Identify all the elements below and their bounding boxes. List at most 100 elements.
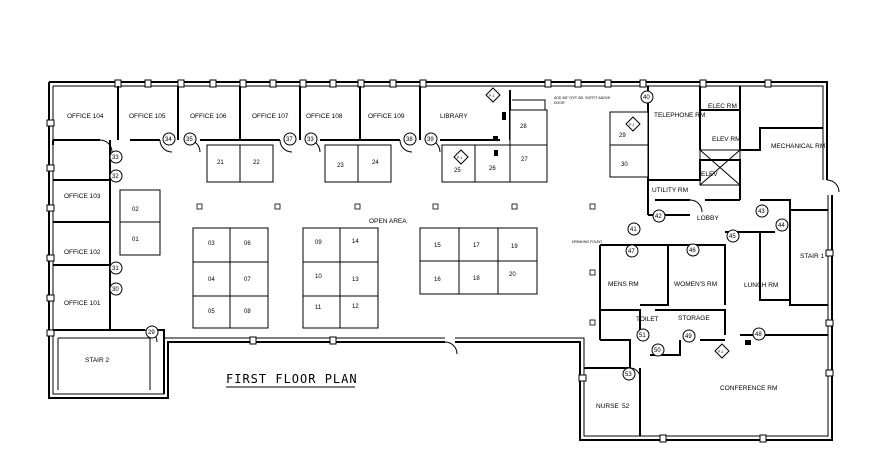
label-open-area: OPEN AREA	[369, 218, 407, 225]
svg-text:42: 42	[655, 214, 662, 220]
label-elev-rm: ELEV RM	[712, 136, 741, 143]
door-tag-30: 30	[109, 282, 123, 296]
cubicle-numbers: 02 01 03 06 04 07 05 08 09 14 10 13 11 1…	[132, 124, 628, 315]
label-lobby: LOBBY	[697, 215, 719, 222]
svg-text:41: 41	[630, 227, 637, 233]
cubicle-06: 06	[244, 241, 251, 247]
window-mullions	[46, 79, 834, 443]
door-tag-47: 47	[625, 244, 639, 258]
cubicle-21: 21	[217, 160, 224, 166]
svg-text:45: 45	[729, 234, 736, 240]
equipment-p1-conference: P-1	[714, 343, 730, 359]
label-toilet: TOILET	[636, 316, 659, 323]
svg-text:P-1: P-1	[457, 156, 463, 160]
cubicle-29: 29	[619, 133, 626, 139]
cubicle-09: 09	[315, 240, 322, 246]
door-tag-31: 31	[109, 261, 123, 275]
svg-text:39: 39	[427, 137, 434, 143]
label-lunch-rm: LUNCH RM	[744, 282, 778, 289]
svg-text:33: 33	[112, 155, 119, 161]
label-office-105: OFFICE 105	[129, 113, 166, 120]
door-tag-37: 37	[283, 132, 297, 146]
door-tag-49: 49	[682, 329, 696, 343]
cubicle-30: 30	[621, 162, 628, 168]
svg-text:34: 34	[165, 137, 172, 143]
equipment-p1-library: P-1	[485, 87, 501, 103]
door-tag-43: 43	[755, 204, 769, 218]
cubicle-14: 14	[352, 239, 359, 245]
label-office-104: OFFICE 104	[67, 113, 104, 120]
label-office-107: OFFICE 107	[252, 113, 289, 120]
door-tag-32: 32	[109, 169, 123, 183]
cubicle-28: 28	[520, 124, 527, 130]
plan-title-group: FIRST FLOOR PLAN	[226, 372, 358, 388]
label-office-101: OFFICE 101	[64, 300, 101, 307]
cubicle-11: 11	[315, 305, 322, 311]
svg-text:46: 46	[689, 248, 696, 254]
label-utility-rm: UTILITY RM	[652, 187, 688, 194]
label-elec-rm: ELEC RM	[708, 103, 737, 110]
label-nurse: NURSE	[596, 403, 619, 410]
note-soffit-line1: ADD 3/8" GYP. BD. SOFFIT ABOVE	[554, 96, 611, 100]
cubicle-05: 05	[208, 309, 215, 315]
door-tag-35: 35	[183, 132, 197, 146]
svg-text:49: 49	[685, 334, 692, 340]
cubicle-18: 18	[473, 276, 480, 282]
door-tag-48: 48	[752, 327, 766, 341]
door-tag-46: 46	[686, 243, 700, 257]
door-tag-34: 34	[162, 132, 176, 146]
label-office-103: OFFICE 103	[64, 193, 101, 200]
svg-text:37: 37	[286, 137, 293, 143]
cubicle-02: 02	[132, 207, 139, 213]
cubicle-23: 23	[337, 163, 344, 169]
door-tag-45: 45	[726, 229, 740, 243]
svg-text:48: 48	[755, 332, 762, 338]
label-nurse-number: 52	[622, 403, 630, 410]
cubicle-08: 08	[244, 309, 251, 315]
svg-text:33: 33	[307, 137, 314, 143]
misc-details: ADD 3/8" GYP. BD. SOFFIT ABOVE DOOR DRIN…	[493, 96, 751, 345]
cubicle-17: 17	[473, 243, 480, 249]
cubicle-03: 03	[208, 241, 215, 247]
note-drinking-fountain: DRINKING FOUNT.	[572, 240, 603, 244]
label-stair-2: STAIR 2	[85, 357, 109, 364]
label-library: LIBRARY	[440, 113, 468, 120]
svg-text:40: 40	[643, 95, 650, 101]
label-office-102: OFFICE 102	[64, 249, 101, 256]
svg-text:53: 53	[625, 372, 632, 378]
equipment-p1-telephone: P-1	[625, 116, 641, 132]
cubicle-20: 20	[509, 272, 516, 278]
plan-title: FIRST FLOOR PLAN	[226, 372, 358, 386]
svg-text:P-1: P-1	[718, 350, 724, 354]
svg-text:32: 32	[112, 174, 119, 180]
label-conference-rm: CONFERENCE RM	[720, 385, 777, 392]
cubicle-01: 01	[132, 237, 139, 243]
door-tag-53: 53	[622, 367, 636, 381]
cubicle-25: 25	[454, 168, 461, 174]
label-elev: ELEV	[701, 171, 718, 178]
top-office-walls	[53, 86, 546, 141]
svg-text:30: 30	[112, 287, 119, 293]
label-telephone-rm: TELEPHONE RM	[654, 112, 705, 119]
door-tag-33b: 33	[304, 132, 318, 146]
svg-text:43: 43	[758, 209, 765, 215]
left-office-walls	[52, 140, 111, 330]
note-soffit-line2: DOOR	[554, 101, 565, 105]
door-tag-42: 42	[652, 209, 666, 223]
cubicle-26: 26	[489, 166, 496, 172]
equipment-p1-cubicle25: P-1	[453, 149, 469, 165]
svg-text:38: 38	[406, 137, 413, 143]
cubicle-12: 12	[352, 304, 359, 310]
svg-text:51: 51	[639, 333, 646, 339]
cubicle-19: 19	[511, 244, 518, 250]
room-labels: OFFICE 104 OFFICE 105 OFFICE 106 OFFICE …	[64, 103, 825, 410]
cubicle-04: 04	[208, 277, 215, 283]
door-tags: 33 32 31 30 34 35 37 33 38 39 29 40 41 4…	[109, 90, 789, 381]
structural-columns	[196, 203, 596, 326]
cubicle-27: 27	[521, 157, 528, 163]
cubicle-07: 07	[244, 277, 251, 283]
cubicle-22: 22	[253, 160, 260, 166]
svg-text:P-1: P-1	[629, 123, 635, 127]
label-office-108: OFFICE 108	[306, 113, 343, 120]
